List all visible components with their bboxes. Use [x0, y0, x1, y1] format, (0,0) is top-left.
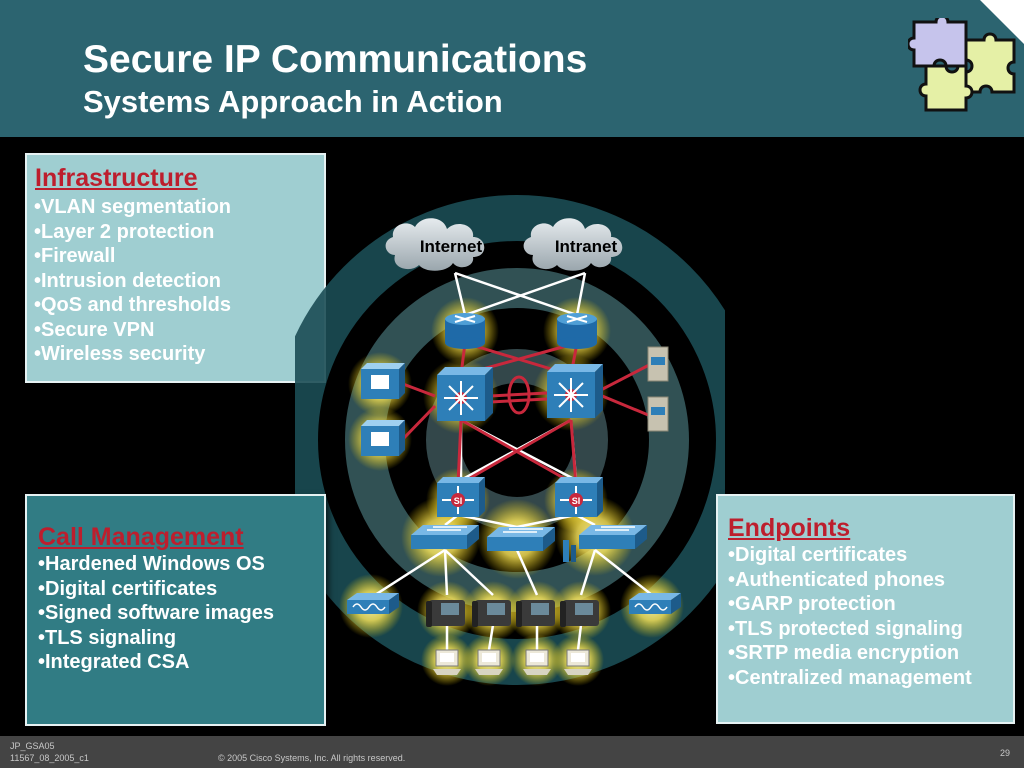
ip-phone-icon — [560, 600, 599, 627]
router-icon — [557, 313, 597, 349]
list-item: •Digital certificates — [728, 544, 908, 566]
red-links — [401, 341, 654, 487]
list-item: •SRTP media encryption — [728, 642, 960, 664]
footer-copyright: © 2005 Cisco Systems, Inc. All rights re… — [218, 753, 406, 763]
list-item: •Authenticated phones — [728, 568, 946, 591]
router-icon — [445, 313, 485, 349]
internet-label: Internet — [420, 237, 483, 256]
list-item: •Secure VPN — [34, 318, 155, 341]
list-item: •Intrusion detection — [34, 269, 222, 292]
server-icon — [647, 346, 669, 382]
cloud-icon: Internet — [385, 218, 485, 271]
endpoints-panel: Endpoints •Digital certificates •Authent… — [716, 494, 1015, 724]
workgroup-switch-icon — [487, 527, 555, 551]
list-item: •Wireless security — [34, 343, 206, 365]
cloud-icon: Intranet — [523, 218, 623, 271]
list-item: •GARP protection — [728, 593, 896, 615]
si-label: SI — [572, 496, 581, 506]
multilayer-switch-icon — [547, 364, 603, 418]
footer-bar: JP_GSA05 11567_08_2005_c1 © 2005 Cisco S… — [0, 736, 1024, 768]
network-diagram: Internet Intranet SI — [295, 195, 725, 686]
access-point-icon — [629, 593, 681, 614]
access-point-icon — [347, 593, 399, 614]
multilayer-switch-icon — [437, 367, 493, 421]
ip-phone-icon — [516, 600, 555, 627]
list-item: •Integrated CSA — [38, 651, 190, 673]
infrastructure-list: •VLAN segmentation •Layer 2 protection •… — [34, 195, 231, 367]
call-management-panel: Call Management •Hardened Windows OS •Di… — [25, 494, 326, 726]
footer-code-line1: JP_GSA05 — [10, 741, 55, 751]
list-item: •VLAN segmentation — [34, 196, 232, 218]
infrastructure-panel: Infrastructure •VLAN segmentation •Layer… — [25, 153, 326, 383]
list-item: •Hardened Windows OS — [38, 553, 265, 575]
endpoints-heading: Endpoints — [728, 514, 851, 542]
page-number: 29 — [1000, 748, 1011, 758]
pc-icon — [475, 649, 503, 675]
multilayer-switch-icon: SI — [437, 477, 485, 517]
page-subtitle: Systems Approach in Action — [83, 84, 503, 119]
workgroup-switch-icon — [411, 525, 479, 549]
multilayer-switch-icon: SI — [555, 477, 603, 517]
header-bar: Secure IP Communications Systems Approac… — [0, 0, 1024, 137]
si-label: SI — [454, 496, 463, 506]
pc-icon — [564, 649, 592, 675]
pc-icon — [433, 649, 461, 675]
list-item: •Digital certificates — [38, 577, 218, 600]
list-item: •TLS protected signaling — [728, 617, 963, 640]
call-management-list: •Hardened Windows OS •Digital certificat… — [38, 552, 274, 675]
server-icon — [361, 420, 405, 456]
footer-code-line2: 11567_08_2005_c1 — [10, 753, 89, 763]
intranet-label: Intranet — [555, 237, 618, 256]
list-item: •Firewall — [34, 245, 116, 267]
endpoints-list: •Digital certificates •Authenticated pho… — [728, 543, 972, 690]
server-icon — [647, 396, 669, 432]
call-management-heading: Call Management — [38, 523, 244, 551]
list-item: •Signed software images — [38, 602, 274, 624]
page-title: Secure IP Communications — [83, 38, 588, 81]
list-item: •QoS and thresholds — [34, 294, 232, 316]
puzzle-icon — [908, 18, 1016, 112]
access-point-icon — [563, 540, 576, 562]
ip-phone-icon — [472, 600, 511, 627]
ip-phone-icon — [426, 600, 465, 627]
infrastructure-heading: Infrastructure — [35, 164, 198, 192]
list-item: •Centralized management — [728, 666, 972, 689]
server-icon — [361, 363, 405, 399]
pc-icon — [523, 649, 551, 675]
workgroup-switch-icon — [579, 525, 647, 549]
list-item: •TLS signaling — [38, 626, 177, 649]
list-item: •Layer 2 protection — [34, 220, 215, 243]
